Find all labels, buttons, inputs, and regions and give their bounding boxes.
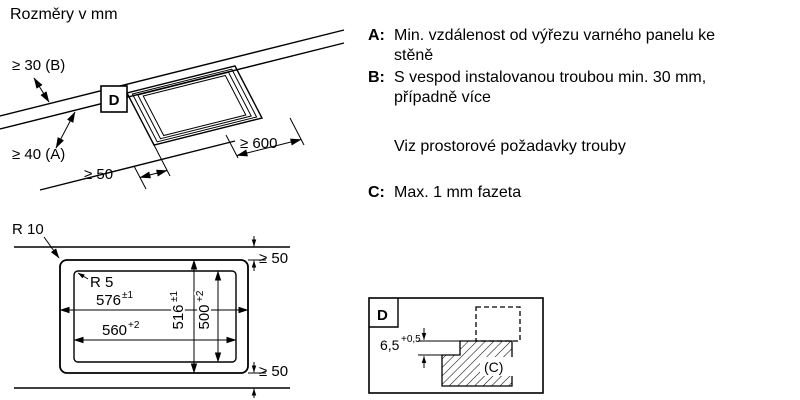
dim-arrow-depth	[236, 138, 302, 157]
cutout-outline	[125, 65, 264, 146]
isometric-worktop-view: D ≥ 30 (B) ≥ 40 (A) ≥ 50 ≥ 600	[0, 29, 345, 191]
facet-dim-tolerance: +0,5	[401, 334, 421, 345]
dim-arrow-front	[139, 169, 168, 179]
c-marker-label: (C)	[484, 359, 503, 375]
radius-inner-label: R 5	[90, 274, 113, 291]
notes-block: A: Min. vzdálenost od výřezu varného pan…	[368, 26, 724, 202]
c-marker-backplate	[480, 357, 516, 376]
radius-outer-leader	[43, 236, 60, 259]
detail-label-tab	[369, 298, 399, 328]
dim-depth-label: ≥ 600	[240, 135, 277, 152]
note-oven-spacer	[368, 137, 394, 157]
radius-outer-label: R 10	[12, 221, 44, 238]
detail-label: D	[377, 307, 388, 324]
facet-dim-label: 6,5	[380, 337, 400, 353]
hob-outline-rect	[59, 259, 249, 374]
height-inner-tolerance: +2	[195, 290, 206, 302]
clearance-top-label: ≥ 50	[259, 250, 288, 267]
width-outer-tolerance: ±1	[122, 290, 133, 301]
dim-arrow-wall-a	[55, 111, 76, 149]
note-a-text: Min. vzdálenost od výřezu varného panelu…	[394, 27, 716, 64]
plan-cutout-view: R 10 R 5 ≥ 50 ≥ 50 576 ±1 560 +2 516 ±1 …	[12, 221, 290, 398]
clearance-bottom-label: ≥ 50	[259, 363, 288, 380]
dim-wall-b-label: ≥ 30 (B)	[12, 57, 65, 74]
detail-d-marker-box	[100, 85, 128, 113]
height-outer-dim: 516 ±1	[167, 289, 189, 332]
detail-d-marker-label: D	[109, 92, 120, 109]
note-c-text: Max. 1 mm fazeta	[394, 183, 522, 201]
note-c-key: C:	[368, 183, 385, 201]
width-inner-tolerance: +2	[128, 320, 140, 331]
dim-ext-depth-2	[289, 117, 305, 146]
height-inner-dim: 500 +2	[193, 288, 215, 331]
worktop-front-edge	[39, 140, 236, 191]
height-outer-label: 516	[170, 304, 187, 329]
cutout-rect	[73, 270, 237, 363]
page-title: Rozměry v mm	[10, 6, 118, 23]
note-b-key: B:	[368, 69, 385, 87]
height-inner-label: 500	[196, 304, 213, 329]
note-oven-text: Viz prostorové požadavky trouby	[394, 138, 626, 156]
dim-front-label: ≥ 50	[84, 166, 113, 183]
note-a-key: A:	[368, 27, 385, 44]
wall-line-outer	[0, 29, 345, 117]
detail-d-view: D 6,5 +0,5 (C)	[368, 297, 544, 394]
note-b-text: S vespod instalovanou troubou min. 30 mm…	[394, 69, 707, 106]
dim-arrow-wall-b	[33, 77, 50, 103]
dim-ext-depth-1	[225, 134, 239, 159]
radius-inner-leader	[77, 272, 89, 280]
hob-dashed-outline	[475, 306, 521, 342]
width-outer-label: 576	[96, 292, 121, 309]
dim-wall-a-label: ≥ 40 (A)	[12, 146, 65, 163]
height-outer-tolerance: ±1	[169, 291, 180, 302]
width-inner-label: 560	[102, 322, 127, 339]
